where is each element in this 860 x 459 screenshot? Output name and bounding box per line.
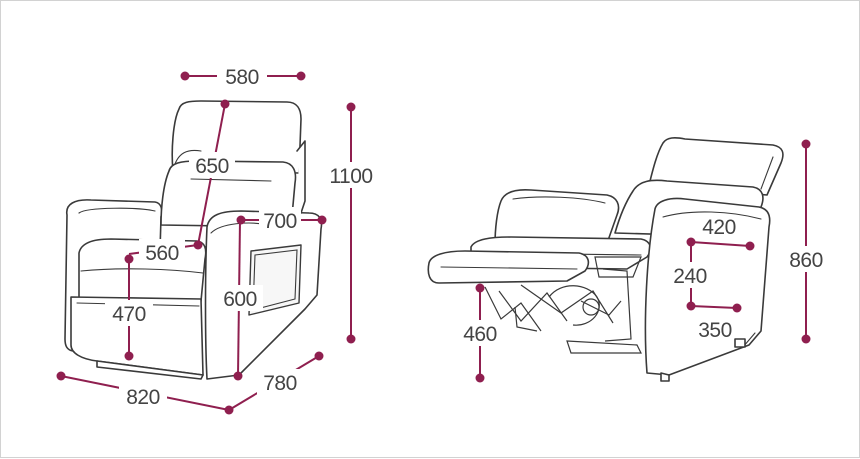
label-seat-height: 470 — [112, 303, 146, 326]
label-pocket-height: 240 — [673, 265, 707, 288]
dimension-seat-height: 470 — [105, 254, 153, 361]
label-overall-depth: 780 — [263, 372, 297, 395]
dimension-arm-depth: 700 — [236, 207, 327, 233]
dimension-footrest-height: 460 — [456, 283, 504, 383]
dimension-width-top: 580 — [180, 63, 306, 89]
dimension-overall-depth: 780 — [228, 351, 324, 411]
label-arm-depth: 700 — [263, 210, 297, 233]
dimension-pocket-bottom-width: 350 — [690, 303, 742, 342]
dimension-arm-height: 600 — [217, 219, 263, 381]
reclined-chair-illustration — [427, 137, 784, 382]
dimension-pocket-height: 240 — [667, 242, 713, 311]
label-width-top: 580 — [225, 66, 259, 89]
label-total-height: 1100 — [329, 165, 372, 188]
upright-chair-illustration — [64, 100, 323, 380]
label-pocket-bottom-width: 350 — [698, 319, 732, 342]
label-overall-width: 820 — [126, 386, 160, 409]
label-pocket-width: 420 — [702, 216, 736, 239]
dimension-total-height: 1100 — [324, 102, 378, 344]
dimension-backrest-height: 650 — [189, 99, 235, 250]
label-backrest-height: 650 — [195, 155, 229, 178]
dimension-overall-width: 820 — [56, 371, 234, 415]
label-seat-depth: 560 — [145, 242, 179, 265]
label-reclined-height: 860 — [789, 249, 823, 272]
dimension-reclined-height: 860 — [782, 139, 830, 344]
label-footrest-height: 460 — [463, 323, 497, 346]
dimension-seat-depth: 560 — [128, 239, 199, 265]
recliner-mechanism — [484, 256, 642, 354]
label-arm-height: 600 — [223, 288, 257, 311]
